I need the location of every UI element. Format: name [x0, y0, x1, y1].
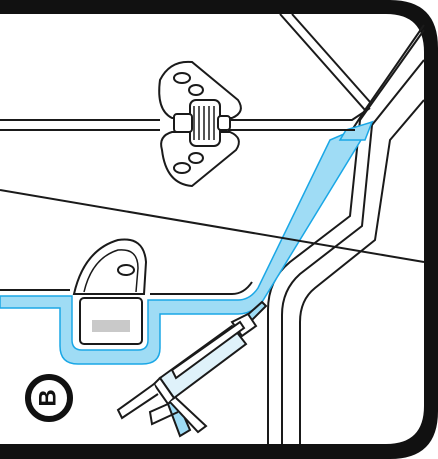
- step-badge: B: [25, 374, 73, 422]
- clip-label: [92, 320, 130, 332]
- step-label: B: [37, 389, 61, 406]
- bottom-mounting-clip: [74, 239, 146, 344]
- top-mounting-clip: [159, 62, 241, 186]
